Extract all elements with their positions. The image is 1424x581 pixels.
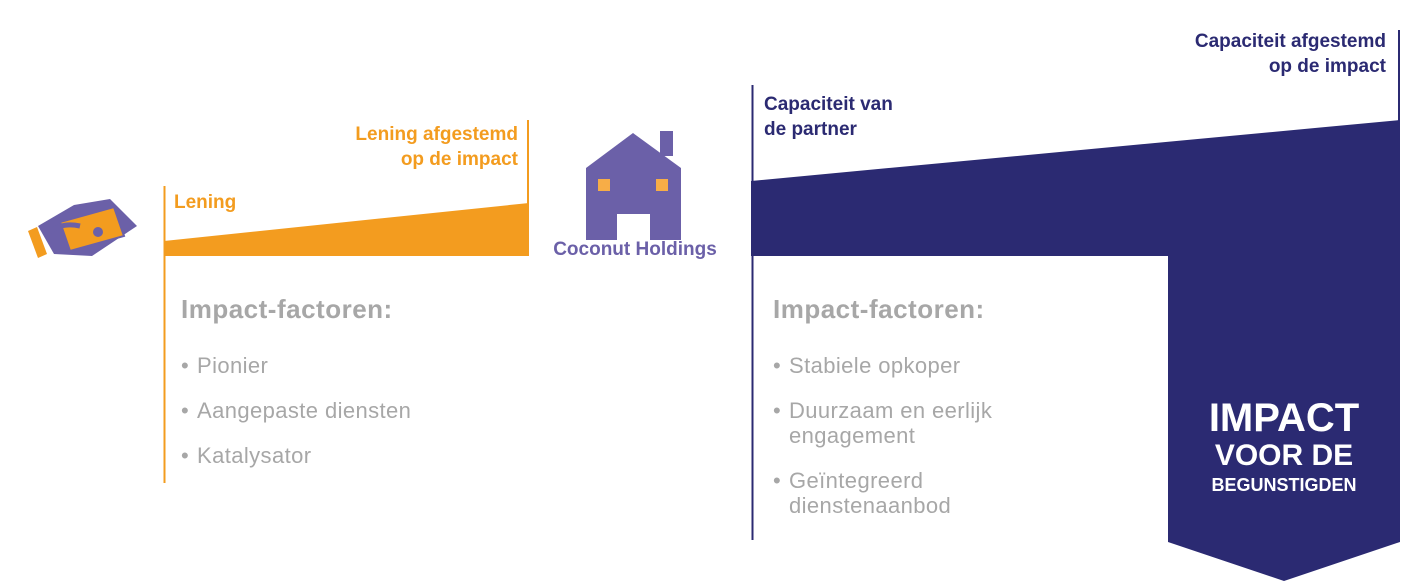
house-icon bbox=[586, 131, 681, 240]
partner-start-label: Capaciteit van de partner bbox=[764, 92, 893, 142]
loan-end-label-line: op de impact bbox=[400, 149, 518, 170]
list-item-line: engagement bbox=[789, 423, 916, 448]
list-item-line: Stabiele opkoper bbox=[789, 353, 961, 378]
left-impact-factors: Impact-factoren: Pionier Aangepaste dien… bbox=[181, 294, 411, 488]
list-item-line: dienstenaanbod bbox=[789, 493, 952, 518]
money-hand-icon bbox=[28, 199, 137, 258]
partner-start-label-line: Capaciteit van bbox=[764, 94, 893, 115]
partner-start-label-line: de partner bbox=[764, 119, 857, 140]
partner-impact-arrow bbox=[751, 120, 1400, 581]
right-factors-list: Stabiele opkoper Duurzaam en eerlijk eng… bbox=[773, 353, 992, 518]
list-item: Katalysator bbox=[181, 443, 411, 468]
list-item-line: Duurzaam en eerlijk bbox=[789, 398, 993, 423]
right-factors-heading: Impact-factoren: bbox=[773, 294, 985, 324]
partner-end-label-line: op de impact bbox=[1268, 56, 1386, 77]
right-impact-factors: Impact-factoren: Stabiele opkoper Duurza… bbox=[773, 294, 992, 538]
impact-label: IMPACT VOOR DE BEGUNSTIGDEN bbox=[1168, 397, 1400, 497]
impact-line-3: BEGUNSTIGDEN bbox=[1211, 475, 1357, 495]
list-item: Geïntegreerd dienstenaanbod bbox=[773, 468, 992, 518]
impact-line-2: VOOR DE bbox=[1214, 439, 1354, 472]
list-item: Pionier bbox=[181, 353, 411, 378]
list-item: Stabiele opkoper bbox=[773, 353, 992, 378]
partner-end-label: Capaciteit afgestemd op de impact bbox=[1090, 29, 1386, 79]
list-item: Duurzaam en eerlijk engagement bbox=[773, 398, 992, 448]
left-factors-heading: Impact-factoren: bbox=[181, 294, 393, 324]
loan-wedge bbox=[164, 203, 529, 256]
organization-name: Coconut Holdings bbox=[553, 239, 717, 260]
loan-start-label: Lening bbox=[174, 192, 237, 213]
partner-end-label-line: Capaciteit afgestemd bbox=[1194, 31, 1386, 52]
impact-line-1: IMPACT bbox=[1208, 396, 1360, 440]
list-item-line: Geïntegreerd bbox=[789, 468, 924, 493]
list-item: Aangepaste diensten bbox=[181, 398, 411, 423]
loan-end-label-line: Lening afgestemd bbox=[355, 124, 518, 145]
left-factors-list: Pionier Aangepaste diensten Katalysator bbox=[181, 353, 411, 468]
loan-end-label: Lening afgestemd op de impact bbox=[290, 122, 518, 172]
